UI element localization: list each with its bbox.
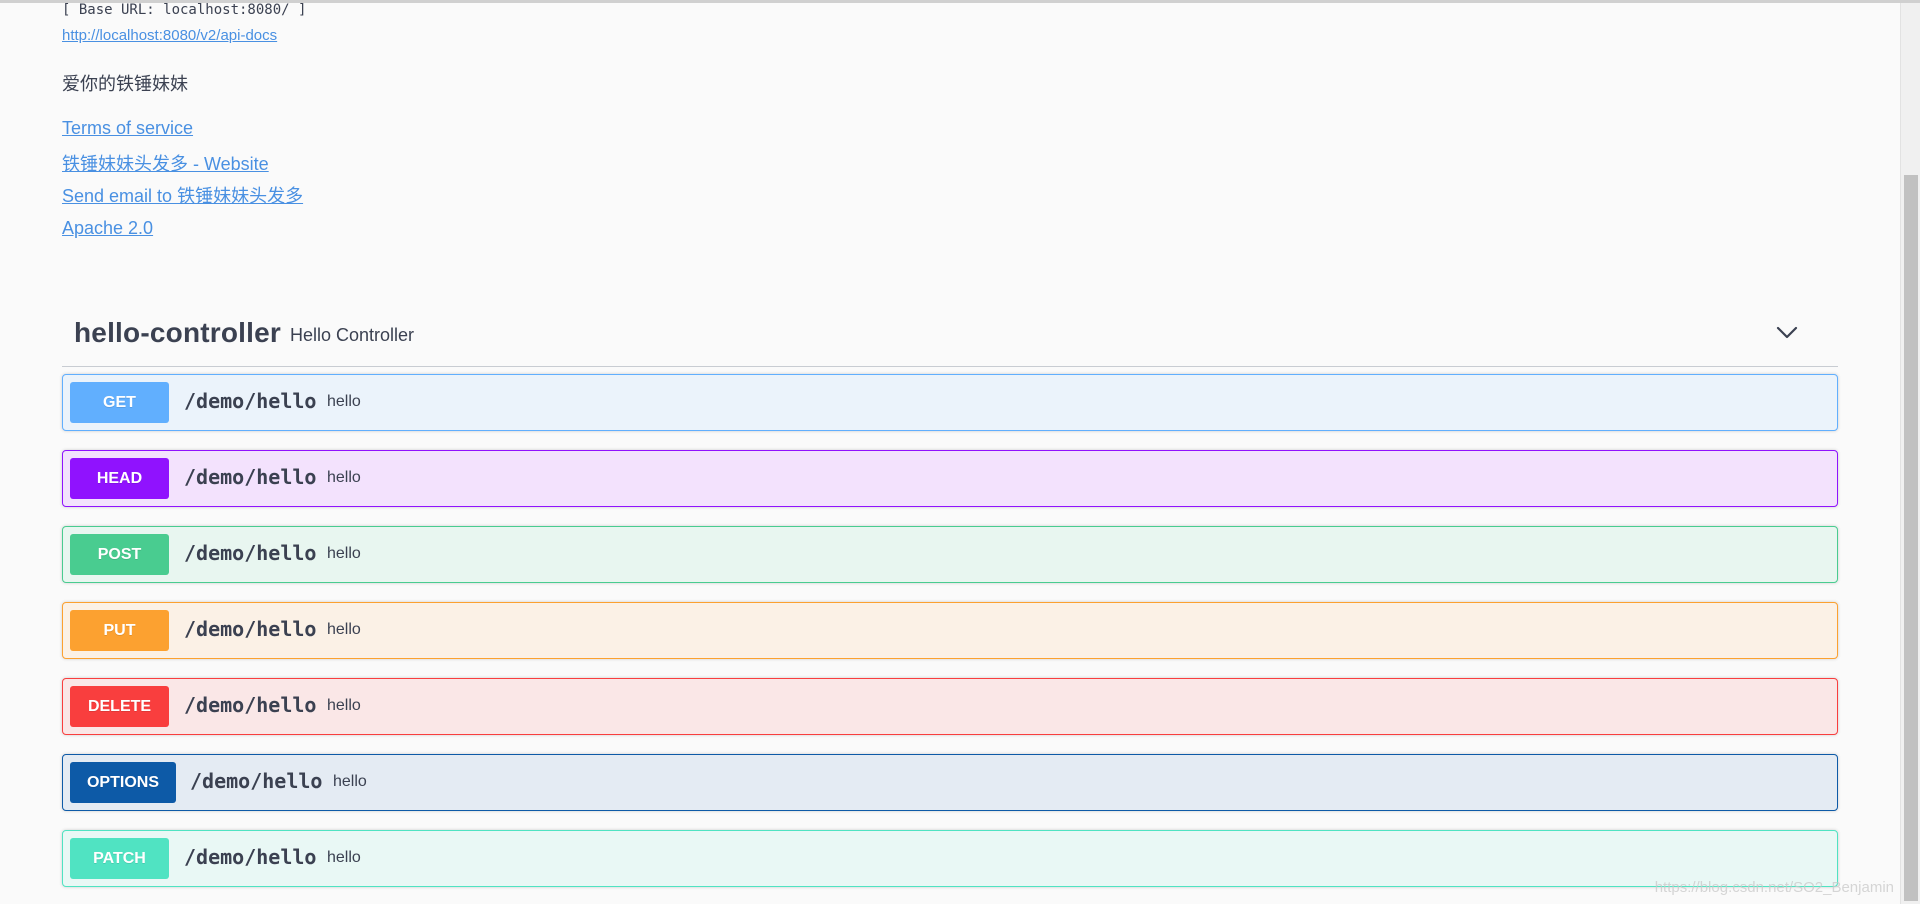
operation-summary: hello: [327, 469, 361, 486]
tag-description: Hello Controller: [290, 325, 415, 345]
scrollbar-thumb[interactable]: [1904, 175, 1918, 901]
contact-email-link[interactable]: Send email to 铁锤妹妹头发多: [62, 186, 304, 206]
method-badge-post[interactable]: POST: [70, 534, 169, 575]
method-badge-put[interactable]: PUT: [70, 610, 169, 651]
api-info: [ Base URL: localhost:8080/ ] http://loc…: [62, 3, 1862, 239]
operation-summary: hello: [327, 393, 361, 410]
method-badge-options[interactable]: OPTIONS: [70, 762, 176, 803]
operation-patch[interactable]: PATCH /demo/hello hello: [62, 830, 1838, 887]
operation-path[interactable]: /demo/hello: [190, 769, 323, 793]
operation-summary: hello: [327, 545, 361, 562]
tag-section-hello-controller: hello-controller Hello Controller GET /d…: [62, 303, 1838, 904]
operation-summary: hello: [327, 621, 361, 638]
contact-website-link[interactable]: 铁锤妹妹头发多 - Website: [62, 154, 269, 174]
operations-list: GET /demo/hello hello HEAD /demo/hello h…: [62, 374, 1838, 887]
base-url: [ Base URL: localhost:8080/ ]: [62, 2, 307, 18]
operation-path[interactable]: /demo/hello: [184, 617, 317, 641]
method-badge-patch[interactable]: PATCH: [70, 838, 169, 879]
method-badge-head[interactable]: HEAD: [70, 458, 169, 499]
terms-of-service-link[interactable]: Terms of service: [62, 118, 194, 138]
chevron-down-icon[interactable]: [1774, 319, 1800, 345]
license-link[interactable]: Apache 2.0: [62, 218, 154, 238]
api-description: 爱你的铁锤妹妹: [62, 74, 188, 94]
operation-summary: hello: [327, 697, 361, 714]
operation-post[interactable]: POST /demo/hello hello: [62, 526, 1838, 583]
operation-summary: hello: [327, 849, 361, 866]
operation-path[interactable]: /demo/hello: [184, 845, 317, 869]
watermark: https://blog.csdn.net/SO2_Benjamin: [1654, 879, 1894, 896]
vertical-scrollbar[interactable]: [1900, 3, 1920, 904]
operation-path[interactable]: /demo/hello: [184, 693, 317, 717]
api-docs-link[interactable]: http://localhost:8080/v2/api-docs: [62, 27, 278, 44]
operation-delete[interactable]: DELETE /demo/hello hello: [62, 678, 1838, 735]
operation-path[interactable]: /demo/hello: [184, 465, 317, 489]
operation-put[interactable]: PUT /demo/hello hello: [62, 602, 1838, 659]
tag-name[interactable]: hello-controller: [74, 317, 281, 348]
operation-path[interactable]: /demo/hello: [184, 541, 317, 565]
operation-summary: hello: [333, 773, 367, 790]
method-badge-delete[interactable]: DELETE: [70, 686, 169, 727]
tag-header[interactable]: hello-controller Hello Controller: [62, 303, 1838, 367]
operation-head[interactable]: HEAD /demo/hello hello: [62, 450, 1838, 507]
operation-get[interactable]: GET /demo/hello hello: [62, 374, 1838, 431]
operation-path[interactable]: /demo/hello: [184, 389, 317, 413]
method-badge-get[interactable]: GET: [70, 382, 169, 423]
operation-options[interactable]: OPTIONS /demo/hello hello: [62, 754, 1838, 811]
